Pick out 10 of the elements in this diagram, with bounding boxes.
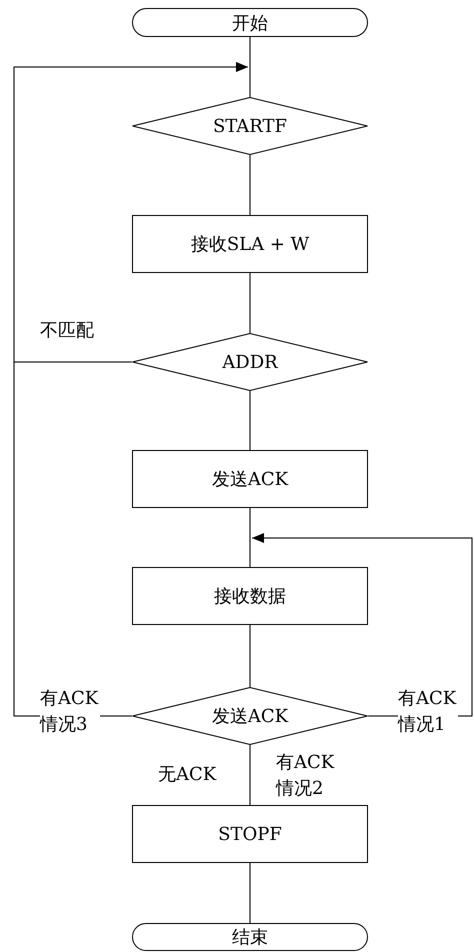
- process-box: 接收数据: [132, 567, 368, 625]
- process-box: 发送ACK: [132, 450, 368, 508]
- decision-diamond: ADDR: [132, 333, 368, 391]
- process-box: STOPF: [132, 805, 368, 863]
- arrow: [14, 62, 248, 716]
- decision-diamond: STARTF: [132, 97, 368, 155]
- process-box: 接收SLA + W: [132, 215, 368, 273]
- terminal-box: 结束: [132, 923, 368, 951]
- terminal-box: 开始: [132, 8, 368, 37]
- decision-diamond: 发送ACK: [132, 687, 368, 745]
